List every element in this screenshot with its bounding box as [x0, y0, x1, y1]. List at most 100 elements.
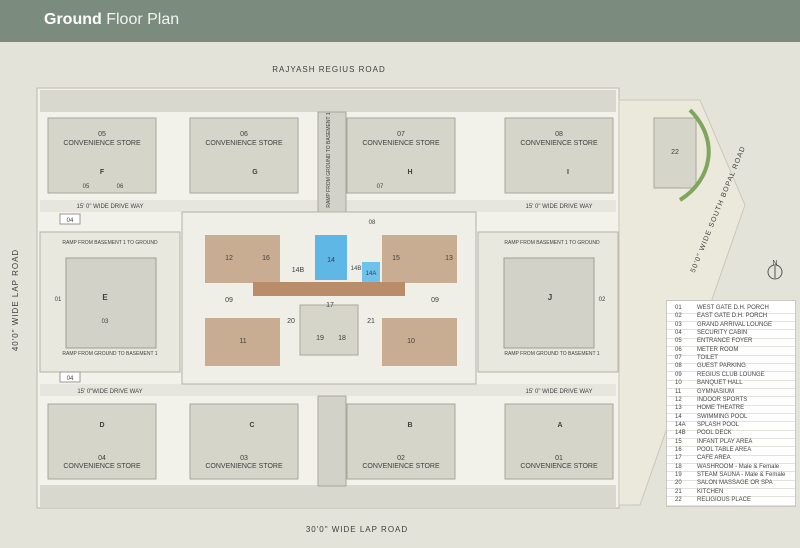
label-02: 02	[599, 297, 606, 303]
gymnasium-room	[205, 318, 280, 366]
store-block-05	[47, 117, 157, 194]
east-tower-core	[503, 257, 595, 349]
store-01-name: CONVENIENCE STORE	[520, 463, 598, 470]
room-14b-right: 14B	[351, 266, 362, 272]
block-d-label: D	[99, 422, 104, 429]
legend-number: 18	[675, 463, 682, 470]
store-block-03	[189, 403, 299, 480]
swimming-pool	[315, 235, 347, 280]
legend-text: CAFE AREA	[697, 455, 731, 462]
legend-number: 14A	[675, 421, 686, 428]
legend-number: 22	[675, 497, 682, 504]
label-03-west: 03	[102, 319, 109, 325]
ramp-central: RAMP FROM GROUND TO BASEMENT 1	[326, 112, 332, 207]
legend-number: 08	[675, 363, 682, 370]
road-north: RAJYASH REGIUS ROAD	[272, 65, 386, 74]
store-03-num: 03	[240, 455, 248, 462]
central-ramp-south	[317, 395, 347, 487]
store-block-04	[47, 403, 157, 480]
legend-number: 15	[675, 438, 682, 445]
store-block-07	[346, 117, 456, 194]
room-14b-left: 14B	[292, 267, 305, 274]
label-06-north: 06	[117, 184, 124, 190]
label-04-nw: 04	[67, 218, 74, 224]
room-13: 13	[445, 255, 453, 262]
store-07-num: 07	[397, 131, 405, 138]
legend-text: WASHROOM - Male & Female	[697, 463, 780, 470]
legend-number: 19	[675, 472, 682, 478]
legend-number: 20	[675, 480, 682, 487]
legend-text: WEST GATE D.H. PORCH	[697, 305, 769, 311]
legend-text: RELIGIOUS PLACE	[697, 497, 752, 504]
legend-number: 03	[675, 321, 682, 328]
label-07-north: 07	[377, 184, 384, 190]
drive-way-ne: 15' 0" WIDE DRIVE WAY	[526, 204, 593, 210]
ramp-east-bottom: RAMP FROM GROUND TO BASEMENT 1	[504, 351, 599, 357]
legend-row: 18 WASHROOM - Male & Female	[667, 463, 795, 473]
legend-text: INFANT PLAY AREA	[697, 438, 753, 445]
store-07-name: CONVENIENCE STORE	[362, 140, 440, 147]
block-b-label: B	[407, 422, 412, 429]
legend-text: METER ROOM	[697, 346, 739, 353]
south-drive-way	[40, 384, 616, 396]
store-05-name: CONVENIENCE STORE	[63, 140, 141, 147]
legend-text: SPLASH POOL	[697, 421, 740, 428]
legend-row: 15 INFANT PLAY AREA	[667, 438, 795, 448]
west-tower-core	[65, 257, 157, 349]
label-04-sw: 04	[67, 376, 74, 382]
legend-number: 10	[675, 380, 682, 387]
block-c-label: C	[249, 422, 254, 429]
block-h-label: H	[407, 169, 412, 176]
legend-number: 14B	[675, 430, 686, 437]
store-06-name: CONVENIENCE STORE	[205, 140, 283, 147]
drive-way-sw: 15' 0"WIDE DRIVE WAY	[77, 389, 142, 395]
legend-row: 20 SALON MASSAGE OR SPA	[667, 479, 795, 490]
legend-row: 14B POOL DECK	[667, 429, 795, 440]
label-08-north: 08	[369, 220, 376, 226]
south-parking-strip	[40, 485, 616, 507]
page-title: Ground Floor Plan	[44, 11, 179, 29]
room-20: 20	[287, 318, 295, 325]
room-09-right: 09	[431, 297, 439, 304]
label-05-north: 05	[83, 184, 90, 190]
legend-number: 17	[675, 455, 682, 462]
header-bar: Ground Floor Plan	[0, 0, 800, 42]
legend-number: 11	[675, 388, 682, 395]
store-02-name: CONVENIENCE STORE	[362, 463, 440, 470]
store-01-num: 01	[555, 455, 563, 462]
legend-row: 22 RELIGIOUS PLACE	[667, 496, 795, 506]
road-south: 30'0" WIDE LAP ROAD	[306, 525, 408, 534]
road-west: 40'0" WIDE LAP ROAD	[11, 249, 20, 351]
banquet-room	[382, 318, 457, 366]
store-08-name: CONVENIENCE STORE	[520, 140, 598, 147]
legend-number: 01	[675, 305, 682, 311]
store-05-num: 05	[98, 131, 106, 138]
legend-number: 04	[675, 330, 682, 337]
legend-number: 07	[675, 355, 682, 362]
legend-text: POOL DECK	[697, 430, 732, 437]
legend-text: SALON MASSAGE OR SPA	[697, 480, 773, 487]
label-01: 01	[55, 297, 62, 303]
room-18: 18	[338, 335, 346, 342]
wing-j-label: J	[548, 293, 552, 302]
store-block-08	[504, 117, 614, 194]
block-i-label: I	[567, 169, 569, 176]
room-14a: 14A	[366, 271, 377, 277]
legend-row: 01 WEST GATE D.H. PORCH	[667, 304, 795, 314]
legend-text: SWIMMING POOL	[697, 413, 748, 420]
legend-text: ENTRANCE FOYER	[697, 338, 753, 345]
store-08-num: 08	[555, 131, 563, 138]
room-19: 19	[316, 335, 324, 342]
legend-text: POOL TABLE AREA	[697, 446, 752, 453]
legend-text: KITCHEN	[697, 488, 724, 495]
splash-pool	[362, 262, 380, 282]
